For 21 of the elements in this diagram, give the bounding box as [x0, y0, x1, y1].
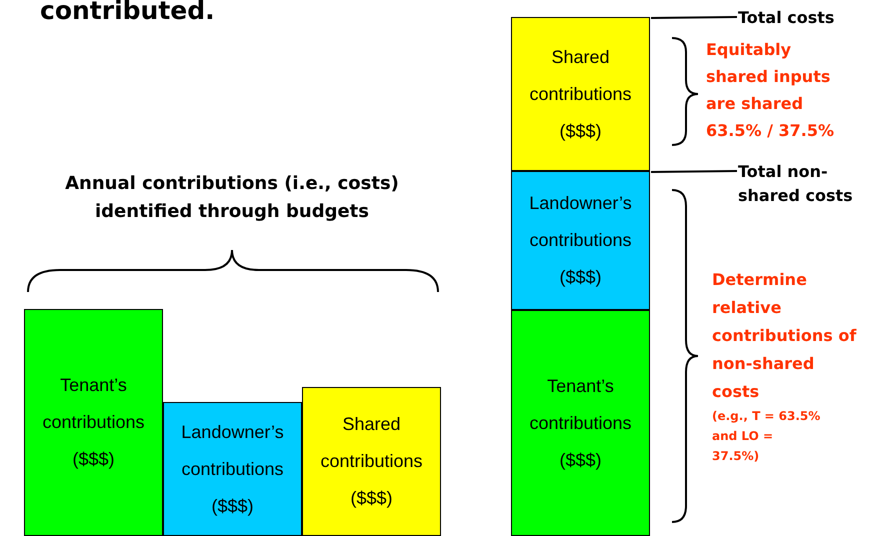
leader-line [650, 16, 738, 19]
annotation-text: Determine relative contributions of non-shared costs [712, 269, 858, 403]
contribution-bar [163, 402, 302, 536]
contribution-bar [511, 17, 650, 171]
leader-line [650, 170, 738, 173]
contribution-bar [511, 310, 650, 536]
contribution-bar [24, 309, 163, 536]
bar-label: Landowner’s contributions ($$$) [528, 192, 633, 289]
annotation-text: Total non-shared costs [738, 160, 868, 208]
annotation-text: (e.g., T = 63.5% and LO = 37.5%) [712, 408, 822, 465]
contribution-bar [302, 387, 441, 536]
bar-label: Shared contributions ($$$) [528, 46, 633, 143]
bar-label: Tenant’s contributions ($$$) [41, 374, 146, 471]
heading: contributed. [40, 0, 215, 25]
bar-label: Shared contributions ($$$) [319, 413, 424, 510]
section-heading: Annual contributions (i.e., costs) identified through budgets [64, 172, 400, 224]
bar-label: Tenant’s contributions ($$$) [528, 374, 633, 472]
annotation-text: Equitably shared inputs are shared 63.5% / 37.5% [706, 39, 835, 142]
contribution-bar [511, 171, 650, 310]
bar-label: Landowner’s contributions ($$$) [180, 420, 285, 518]
annotation-text: Total costs [738, 6, 868, 30]
